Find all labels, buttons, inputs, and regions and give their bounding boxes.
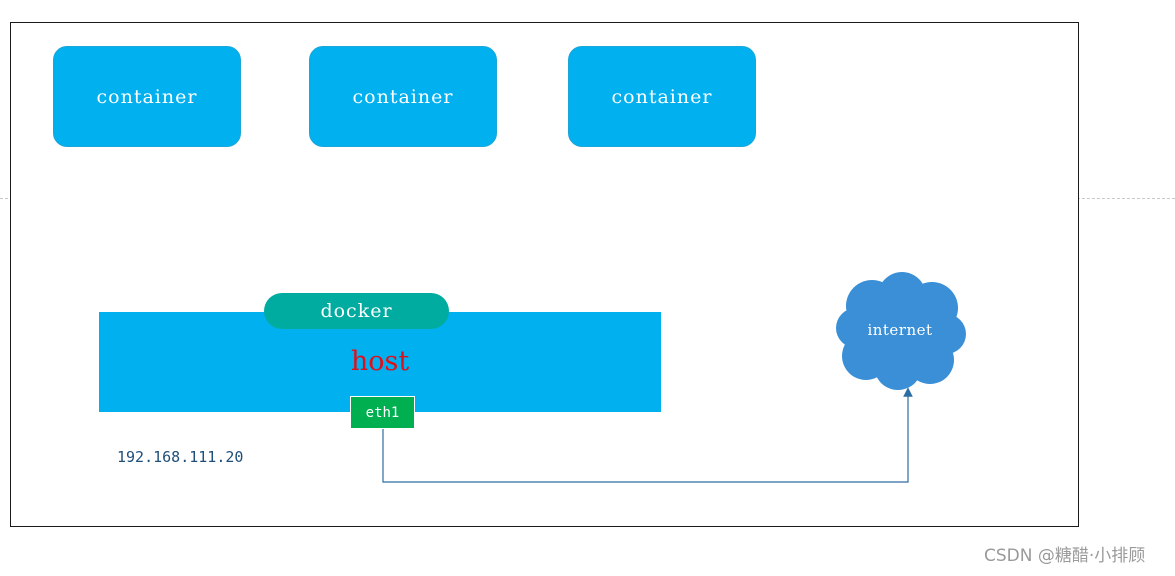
container-label-2: container bbox=[352, 85, 454, 108]
host-label: host bbox=[350, 346, 410, 377]
container-box-2: container bbox=[309, 46, 497, 147]
eth1-interface-box: eth1 bbox=[350, 396, 415, 429]
docker-label: docker bbox=[320, 300, 393, 322]
watermark-text: CSDN @糖醋·小排顾 bbox=[984, 546, 1146, 566]
internet-label: internet bbox=[867, 321, 933, 339]
host-ip-address: 192.168.111.20 bbox=[117, 448, 244, 466]
container-box-1: container bbox=[53, 46, 241, 147]
eth1-label: eth1 bbox=[365, 404, 400, 421]
container-label-3: container bbox=[611, 85, 713, 108]
container-label-1: container bbox=[96, 85, 198, 108]
container-box-3: container bbox=[568, 46, 756, 147]
docker-pill: docker bbox=[264, 293, 449, 329]
cloud-icon bbox=[836, 272, 966, 390]
